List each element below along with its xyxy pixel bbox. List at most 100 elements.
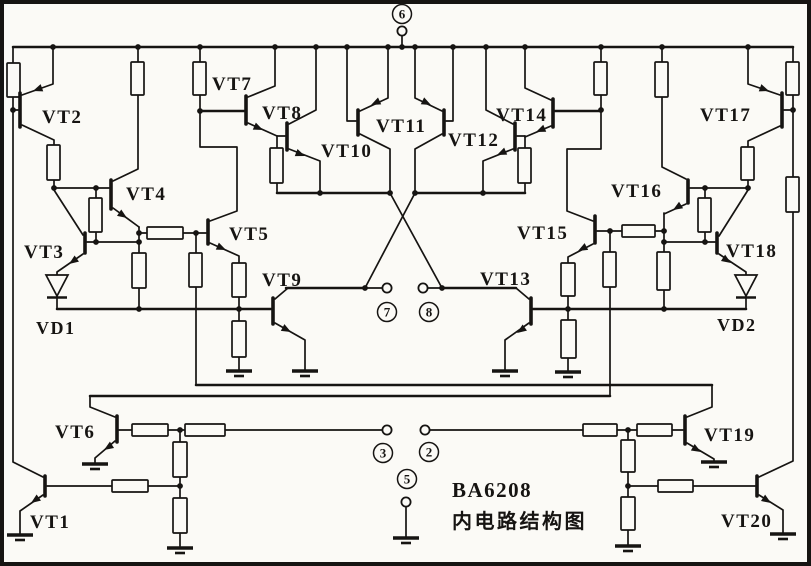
pin-7-terminal xyxy=(381,282,393,294)
junction-dot xyxy=(344,44,350,50)
wire xyxy=(485,46,514,125)
junction-dot xyxy=(385,44,391,50)
resistor xyxy=(602,251,617,288)
wire xyxy=(515,287,530,300)
resistor xyxy=(130,61,145,96)
emitter-arrow-icon xyxy=(215,242,226,250)
vt14-label: VT14 xyxy=(496,105,547,126)
resistor xyxy=(188,252,203,288)
emitter-arrow-icon xyxy=(420,97,431,105)
resistor xyxy=(88,197,103,233)
vd2-label: VD2 xyxy=(717,315,757,335)
pin-5-terminal xyxy=(400,496,412,508)
resistor xyxy=(231,320,247,358)
wire xyxy=(12,46,44,478)
junction-dot xyxy=(317,190,323,196)
resistor xyxy=(131,252,147,289)
junction-dot xyxy=(412,190,418,196)
pin-2-number: 2 xyxy=(426,445,433,460)
resistor xyxy=(46,144,61,181)
vd1-icon xyxy=(44,274,70,298)
caption-label: 内电路结构图 xyxy=(452,509,587,533)
pin-3-terminal xyxy=(381,424,393,436)
junction-dot xyxy=(135,44,141,50)
vt15-label: VT15 xyxy=(517,223,568,244)
wire xyxy=(389,192,443,289)
junction-dot xyxy=(197,108,203,114)
vd2-icon xyxy=(733,274,759,298)
junction-dot xyxy=(93,185,99,191)
emitter-arrow-icon xyxy=(371,97,382,105)
wire xyxy=(53,189,84,236)
resistor xyxy=(269,147,284,184)
emitter-arrow-icon xyxy=(69,255,79,264)
wire xyxy=(274,322,306,372)
junction-dot xyxy=(659,44,665,50)
junction-dot xyxy=(625,483,631,489)
junction-dot xyxy=(480,190,486,196)
resistor xyxy=(697,197,712,233)
wire xyxy=(89,395,116,418)
junction-dot xyxy=(598,107,604,113)
chip-model-label: BA6208 xyxy=(452,478,532,502)
resistor xyxy=(172,441,188,478)
vt6-label: VT6 xyxy=(55,422,95,443)
wire xyxy=(288,46,317,125)
junction-dot xyxy=(177,483,183,489)
pin-2-terminal xyxy=(419,424,431,436)
junction-dot xyxy=(412,44,418,50)
junction-dot xyxy=(661,228,667,234)
junction-dot xyxy=(565,306,571,312)
vt11-label: VT11 xyxy=(376,116,426,137)
vt12-label: VT12 xyxy=(448,130,499,151)
pin-7-badge xyxy=(376,301,398,323)
pin-3-badge xyxy=(372,442,394,464)
resistor xyxy=(785,176,800,213)
junction-dot xyxy=(10,107,16,113)
resistor xyxy=(111,479,149,493)
pin-8-terminal xyxy=(417,282,429,294)
vt18-label: VT18 xyxy=(726,241,777,262)
resistor xyxy=(560,262,576,297)
vt1-label: VT1 xyxy=(30,512,70,533)
wire xyxy=(274,287,289,300)
pin-5-badge xyxy=(396,468,418,490)
emitter-arrow-icon xyxy=(31,494,41,503)
emitter-arrow-icon xyxy=(497,147,508,155)
junction-dot xyxy=(399,44,405,50)
junction-dot xyxy=(598,44,604,50)
junction-dot xyxy=(661,306,667,312)
junction-dot xyxy=(661,239,667,245)
wire xyxy=(414,46,443,112)
wire xyxy=(445,46,454,122)
wire xyxy=(718,189,749,237)
vt19-label: VT19 xyxy=(704,425,755,446)
wire xyxy=(747,46,781,96)
resistor xyxy=(621,224,656,238)
junction-dot xyxy=(625,427,631,433)
emitter-arrow-icon xyxy=(104,441,115,450)
wire xyxy=(21,46,54,96)
junction-dot xyxy=(272,44,278,50)
pin-5-number: 5 xyxy=(404,472,411,487)
emitter-arrow-icon xyxy=(33,84,44,92)
wire xyxy=(364,192,416,289)
resistor xyxy=(636,423,673,437)
wire xyxy=(566,109,602,222)
vt2-label: VT2 xyxy=(42,107,82,128)
resistor xyxy=(620,496,636,531)
junction-dot xyxy=(236,306,242,312)
resistor xyxy=(560,319,577,359)
vt17-label: VT17 xyxy=(700,105,751,126)
emitter-arrow-icon xyxy=(280,324,291,332)
junction-dot xyxy=(387,190,393,196)
vt3-label: VT3 xyxy=(24,242,64,263)
wire xyxy=(524,46,552,101)
resistor xyxy=(146,226,184,240)
resistor xyxy=(593,61,608,96)
junction-dot xyxy=(93,239,99,245)
resistor xyxy=(740,146,755,181)
pin-6-terminal xyxy=(396,25,408,37)
junction-dot xyxy=(50,44,56,50)
junction-dot xyxy=(313,44,319,50)
